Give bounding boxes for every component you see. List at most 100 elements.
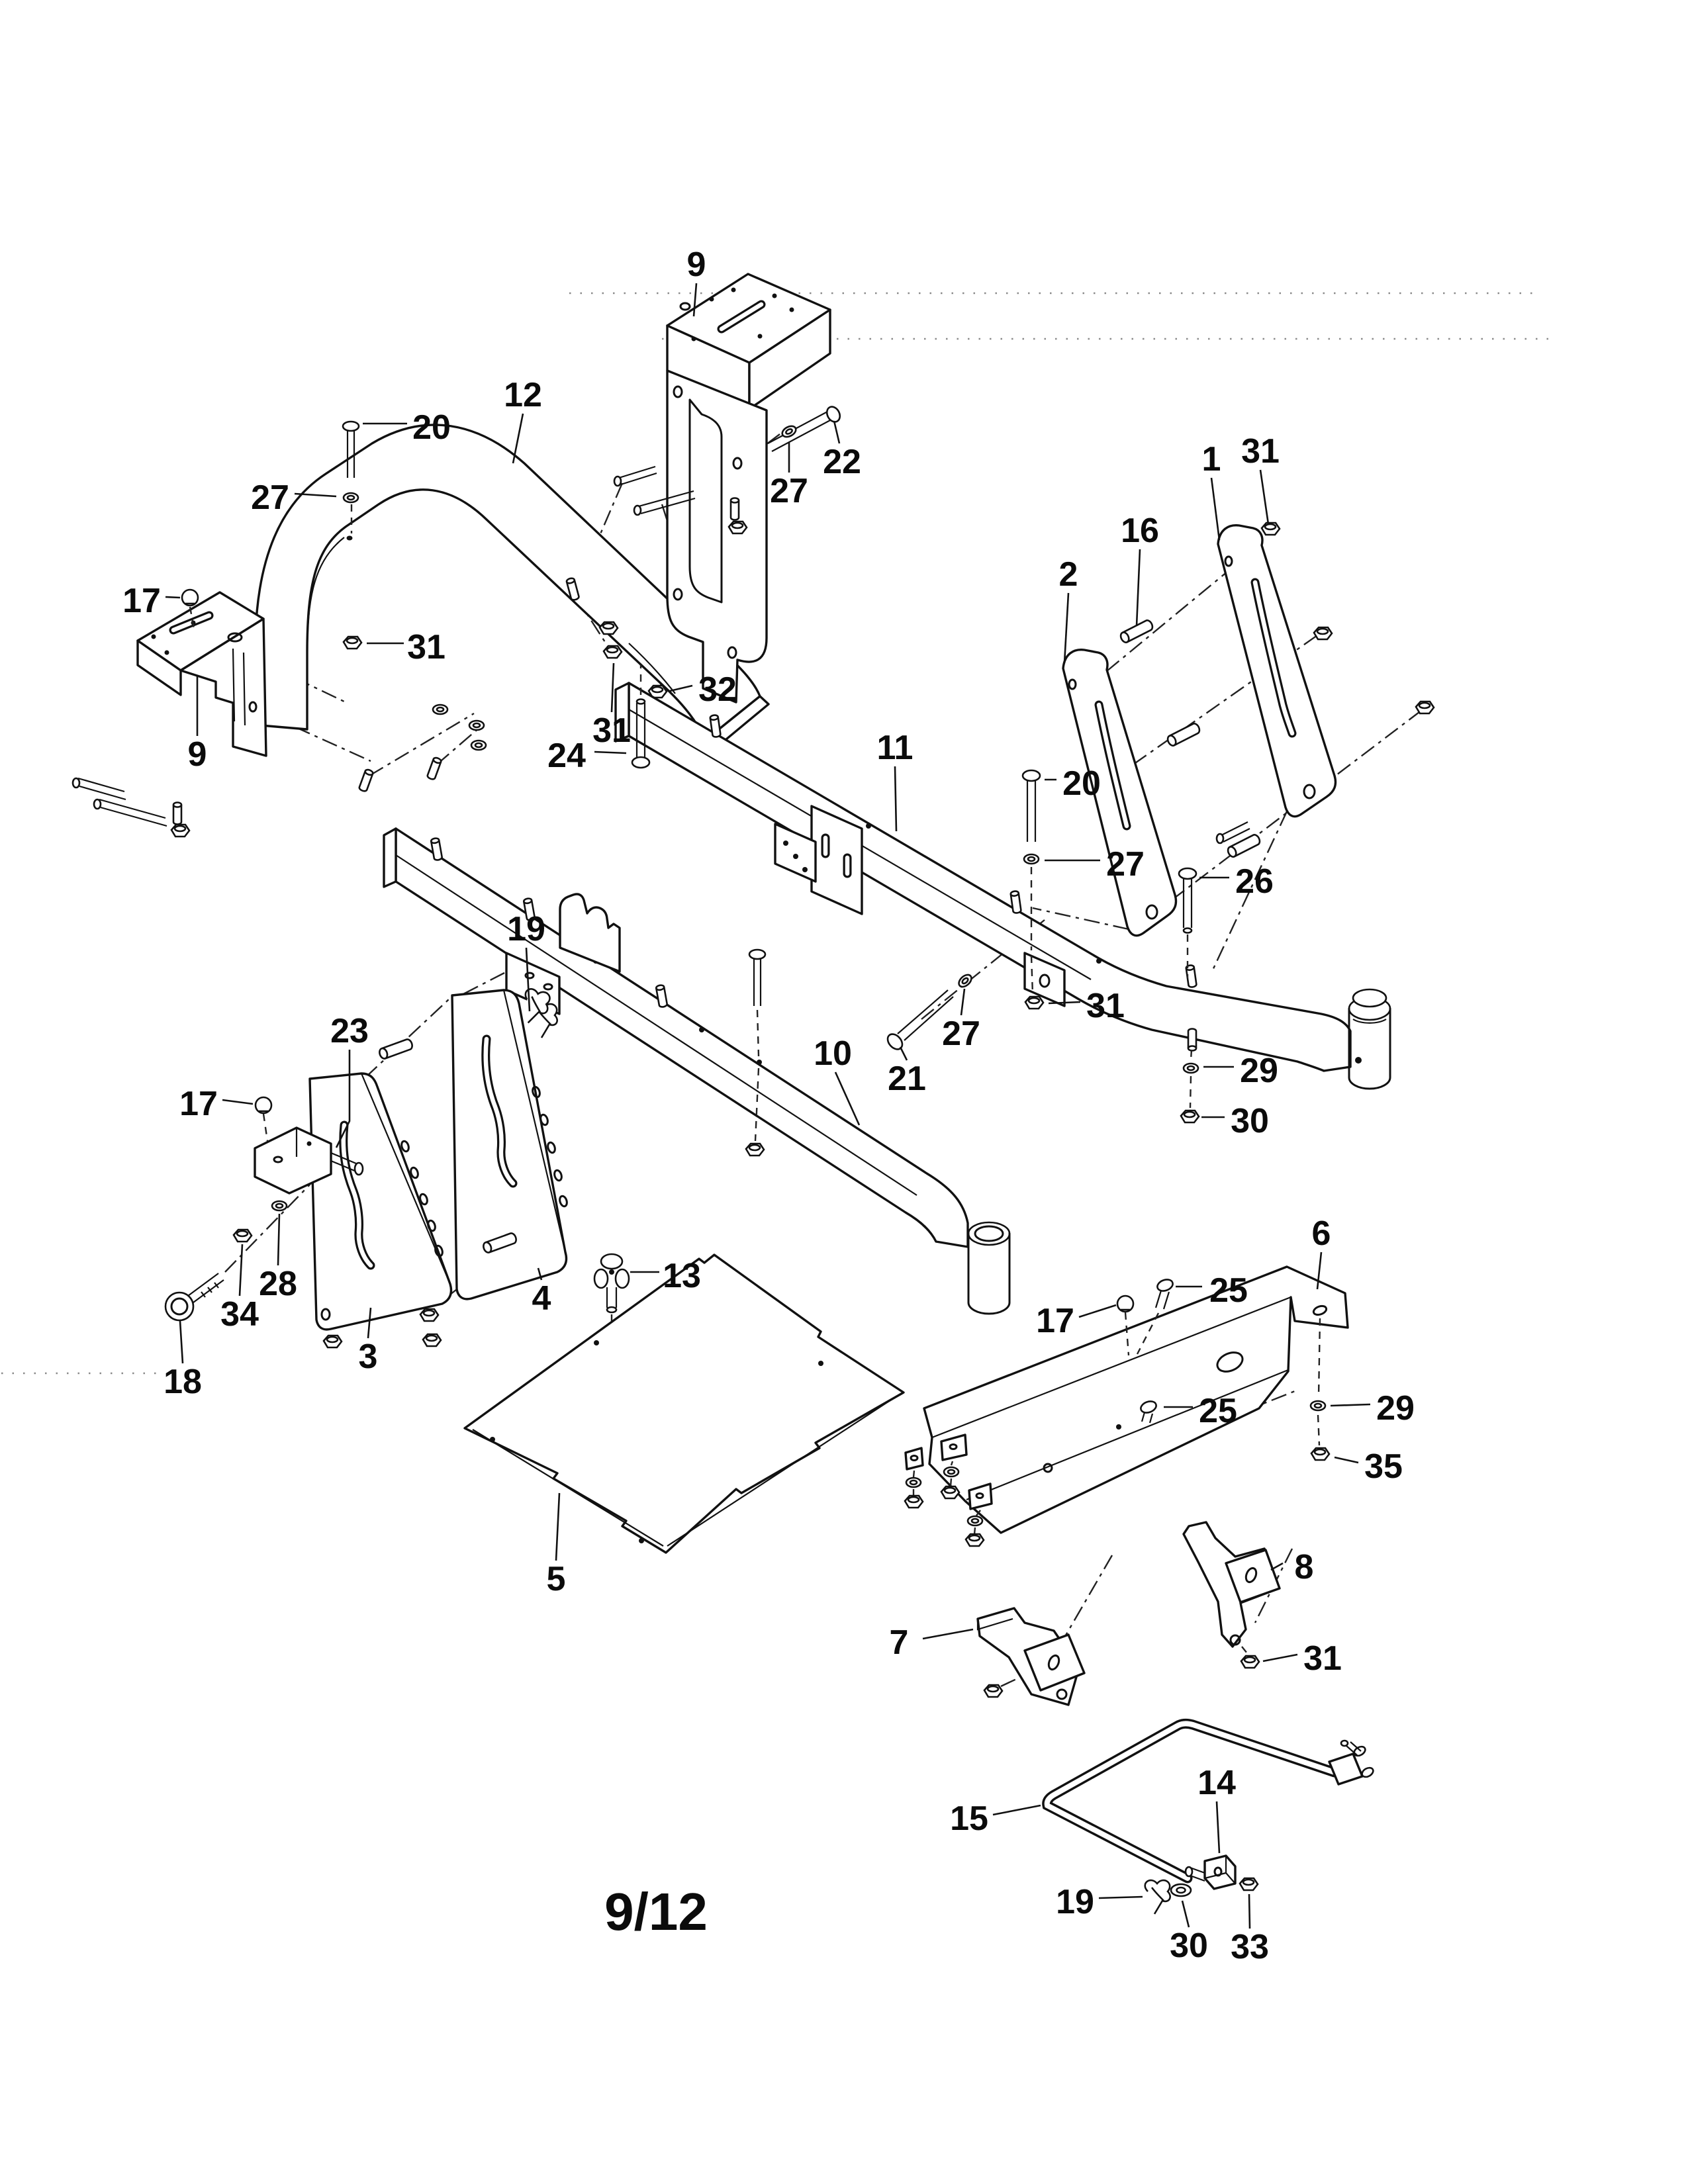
callout-label-28-29: 28 [259,1265,297,1303]
callout-label-25-37: 25 [1209,1271,1248,1310]
callout-label-27-22: 27 [942,1015,980,1053]
callout-leader-17-28 [222,1099,254,1105]
washer-icon [470,739,487,751]
callout-label-13-34: 13 [663,1257,701,1295]
callout-label-33-49: 33 [1231,1928,1269,1966]
callout-label-18-31: 18 [164,1363,202,1401]
callout-leader-15-45 [992,1804,1041,1816]
callout-leader-31-43 [1262,1653,1298,1662]
callout-leader-5-35 [555,1492,561,1561]
flange-nut-icon [1415,700,1435,715]
washer-icon [468,719,485,731]
tow-eye-18 [164,1273,224,1322]
callout-leader-17-38 [1078,1304,1117,1318]
washer-icon [943,1466,960,1478]
part-15-latch-rod [1042,1718,1374,1884]
washer-icon [342,492,359,504]
callout-label-31-10: 31 [407,628,445,666]
flange-nut-icon [1313,626,1333,641]
flange-nut-icon [1024,995,1045,1010]
part-9-top-bracket [613,273,841,704]
callout-leader-19-23 [525,947,531,1012]
callout-leader-35-40 [1334,1456,1359,1464]
flange-nut-icon [1240,1655,1260,1669]
callout-label-11-16: 11 [877,729,914,767]
part-12-loop-frame [252,424,770,751]
flange-nut-icon [422,1333,442,1347]
callout-leader-16-8 [1135,549,1141,627]
parts-1-2-mount-plates [1062,522,1435,937]
page-indicator: 9/12 [604,1882,708,1941]
spacer-icon [377,1037,414,1061]
callout-leader-33-49 [1248,1893,1251,1929]
callout-label-22-4: 22 [823,443,861,481]
cap-plug-17-icon [254,1096,273,1115]
callout-leader-1-7 [1210,477,1221,541]
callout-label-21-21: 21 [888,1060,926,1098]
callout-label-17-38: 17 [1036,1302,1074,1340]
callout-label-6-36: 6 [1312,1214,1331,1253]
callout-label-10-24: 10 [814,1034,852,1073]
loop-frame-fasteners [342,420,690,794]
flange-nut-icon [170,823,191,838]
hex-bolt-head-icon [631,756,651,769]
callout-label-34-30: 34 [220,1295,259,1334]
callout-leader-17-13 [165,596,181,599]
callout-leader-10-24 [834,1071,861,1126]
callout-label-23-27: 23 [330,1012,369,1050]
washer-29-icon [1309,1400,1327,1412]
callout-leader-31-6 [1259,469,1270,525]
callout-leader-22-4 [833,420,841,444]
part-10-frame-rail [383,827,1011,1315]
hex-bolt-head-icon [1021,769,1041,782]
callout-label-27-3: 27 [251,478,289,517]
callout-leader-28-29 [277,1213,281,1266]
stud-icon [172,801,183,825]
callout-label-19-47: 19 [1056,1883,1094,1921]
callout-label-14-46: 14 [1197,1764,1236,1802]
part-11-frame-rail [614,682,1391,1090]
callout-label-35-40: 35 [1364,1447,1403,1486]
callout-label-17-13: 17 [122,582,161,620]
callout-leader-8-42 [1270,1562,1284,1571]
callout-label-29-39: 29 [1376,1389,1415,1428]
cap-plug-17-icon [1116,1295,1135,1313]
callout-label-17-28: 17 [179,1085,218,1123]
hex-bolt-head-icon [1178,867,1197,880]
callout-leader-24-15 [594,751,627,754]
nut-35-icon [1310,1447,1331,1461]
stud-icon [729,497,740,521]
callout-leader-23-27 [335,1050,351,1148]
callout-leader-2-9 [1063,592,1070,664]
callout-leader-21-21 [899,1046,908,1061]
carriage-bolt-icon [357,768,375,794]
part-14-trunnion-block [1144,1854,1259,1915]
parts-3-4-adjuster-plates [164,987,630,1374]
callout-label-19-23: 19 [507,910,545,948]
callout-leader-4-33 [537,1267,543,1281]
stud-icon [1187,1028,1197,1052]
flange-nut-icon [602,645,623,659]
callout-label-31-43: 31 [1303,1639,1342,1678]
flange-nut-icon [322,1334,343,1349]
callout-label-12-1: 12 [504,376,542,414]
callout-leader-19-47 [1098,1895,1143,1899]
flange-nut-icon [1260,522,1281,536]
callout-label-31-12: 31 [592,711,631,750]
callout-label-27-5: 27 [770,472,808,510]
bolt-25-head-icon [1140,1400,1157,1414]
callout-leader-3-32 [367,1307,372,1339]
part-3-plate [308,1072,453,1331]
clevis-pin-23-icon [353,1161,364,1176]
flange-nut-icon [419,1308,440,1322]
washer-30-icon [1170,1883,1192,1897]
callout-label-31-6: 31 [1241,432,1280,471]
callout-leader-27-3 [294,492,337,498]
callout-label-20-2: 20 [412,408,451,447]
callout-label-32-11: 32 [698,670,737,709]
hex-bolt-head-icon [748,948,767,960]
callout-label-24-15: 24 [547,737,586,775]
flange-nut-icon [940,1485,961,1500]
callout-leader-12-1 [512,413,524,464]
